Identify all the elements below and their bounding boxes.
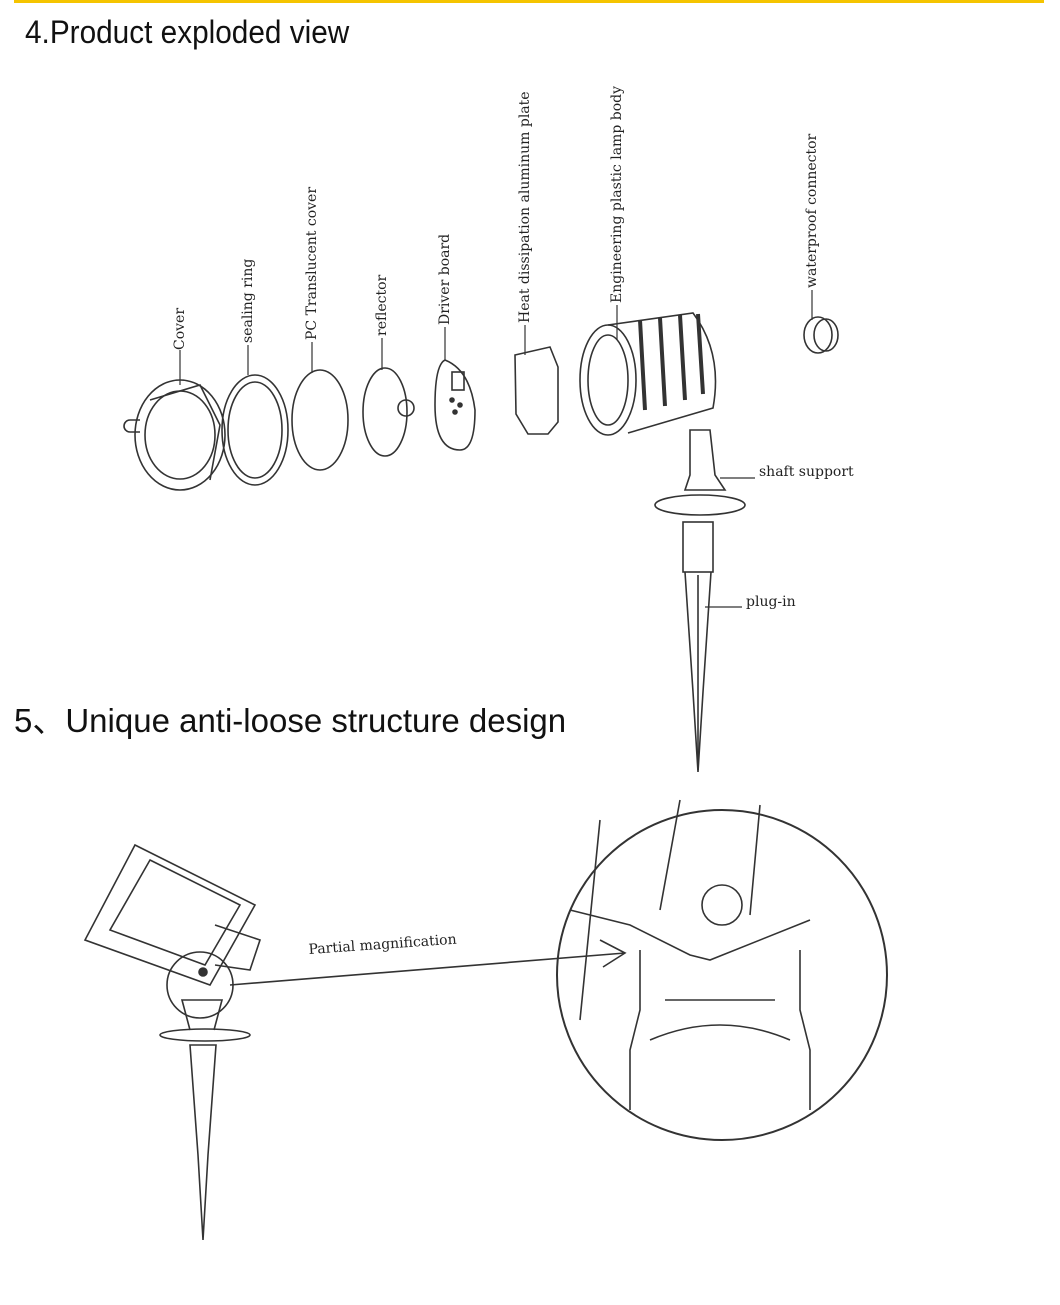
label-heat-dissipation-plate: Heat dissipation aluminum plate xyxy=(517,91,533,323)
assembled-lamp xyxy=(83,843,262,1241)
label-driver-board: Driver board xyxy=(437,233,453,325)
magnified-detail xyxy=(556,799,888,1141)
section-title-anti-loose: 5、Unique anti-loose structure design xyxy=(14,702,567,739)
heat-plate-part xyxy=(514,346,559,435)
label-lamp-body: Engineering plastic lamp body xyxy=(609,86,625,303)
shaft-support-part xyxy=(654,429,746,516)
waterproof-connector-part xyxy=(803,316,839,354)
leader-lines xyxy=(179,290,813,608)
plug-in-stake-part xyxy=(682,521,714,773)
lamp-body-part xyxy=(579,312,717,436)
label-plug-in: plug-in xyxy=(746,594,796,610)
section-title-exploded-view: 4.Product exploded view xyxy=(25,14,350,50)
reflector-part xyxy=(362,367,415,457)
label-waterproof-connector: waterproof connector xyxy=(804,133,820,288)
label-cover: Cover xyxy=(172,307,188,350)
magnification-arrow xyxy=(229,939,627,986)
pc-cover-part xyxy=(291,369,349,471)
cover-part xyxy=(123,379,226,491)
label-sealing-ring: sealing ring xyxy=(240,258,256,343)
driver-board-part xyxy=(434,359,476,451)
label-pc-translucent-cover: PC Translucent cover xyxy=(304,186,320,340)
sealing-ring-part xyxy=(221,374,289,486)
label-shaft-support: shaft support xyxy=(759,464,854,480)
label-reflector: reflector xyxy=(374,274,390,336)
top-accent-line xyxy=(14,0,1044,3)
